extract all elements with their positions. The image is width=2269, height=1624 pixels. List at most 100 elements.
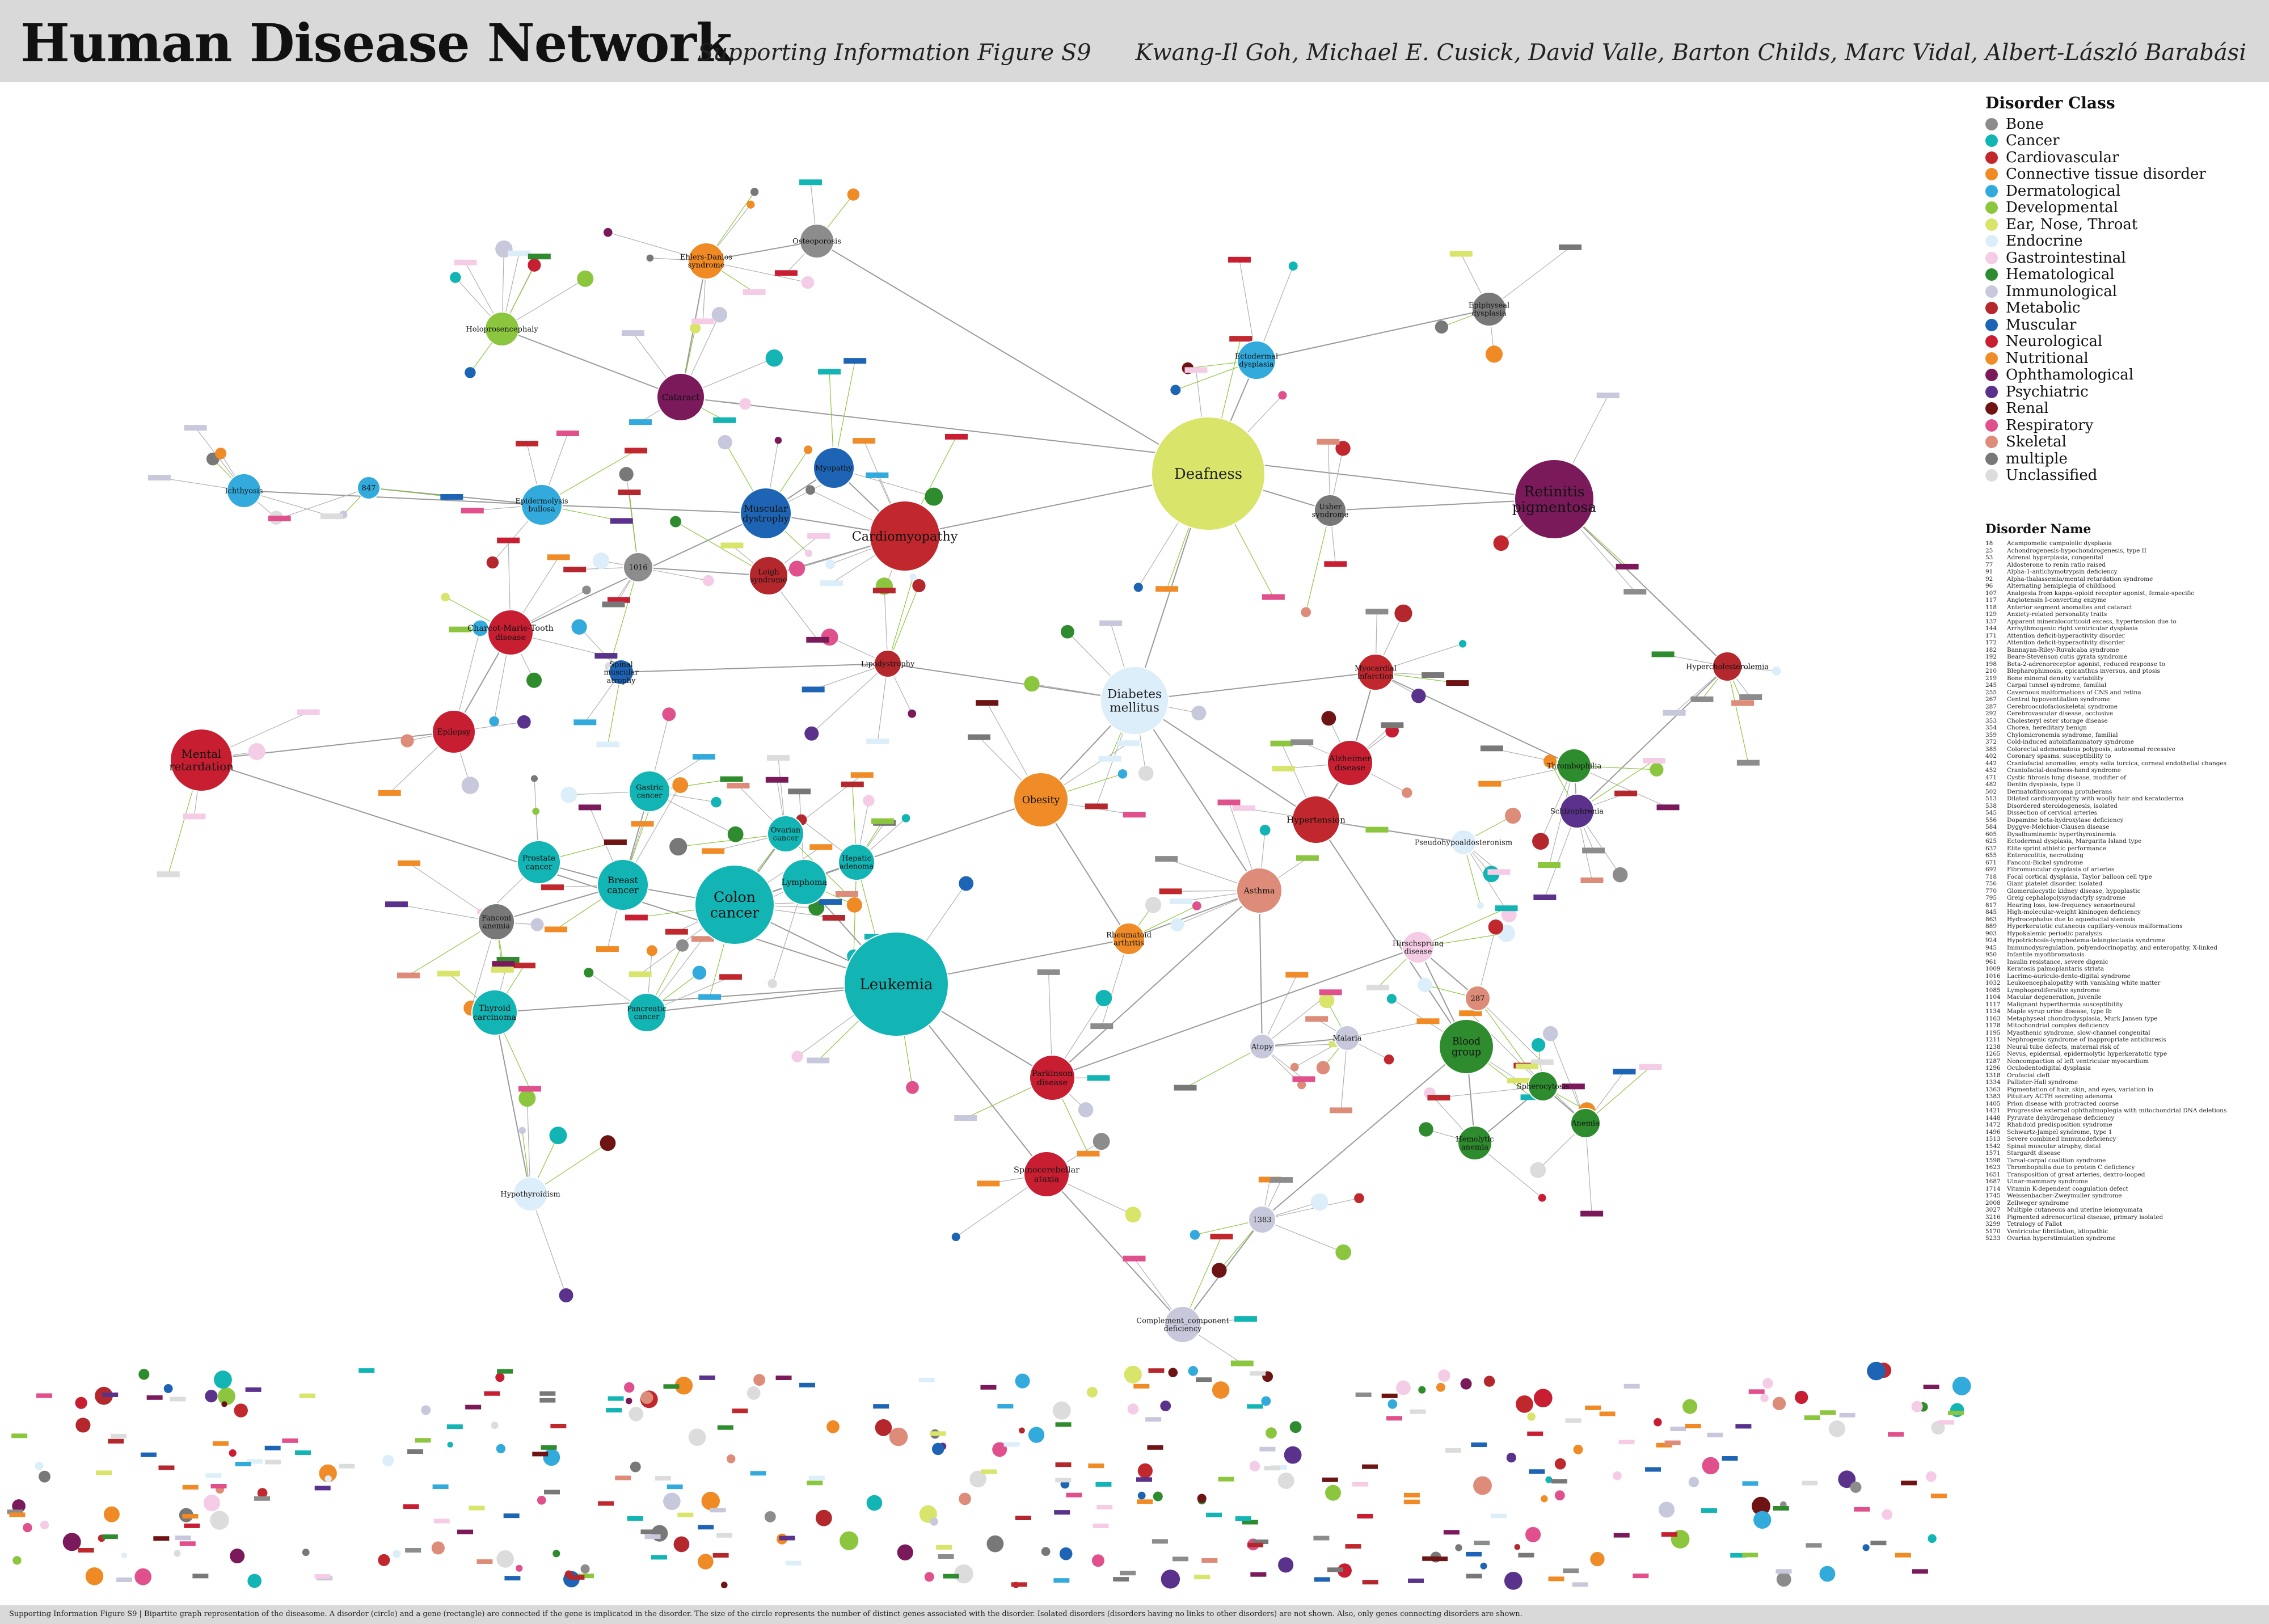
gene-node — [1613, 1533, 1630, 1538]
disorder-node-minor — [495, 1373, 505, 1382]
legend-item: Respiratory — [1985, 417, 2258, 434]
gene-node — [235, 1462, 251, 1467]
disorder-node[interactable]: Osteoporosis — [792, 223, 841, 259]
gene-node — [665, 929, 688, 935]
disorder-node[interactable]: Hypercholesterolemia — [1686, 651, 1769, 682]
disorder-node-circle — [627, 993, 667, 1032]
gene-node — [1169, 899, 1192, 905]
disorder-node[interactable]: Lymphoma — [781, 859, 828, 905]
disorder-node[interactable]: Spherocytosis — [1517, 1071, 1570, 1102]
gene-node — [1357, 1513, 1373, 1518]
disorder-node-minor — [1554, 1458, 1566, 1470]
disorder-node-minor — [121, 1552, 128, 1559]
legend-swatch — [1985, 402, 1998, 415]
network-minor-nodes — [12, 188, 1971, 1590]
disorder-node[interactable]: Malaria — [1332, 1025, 1362, 1051]
disorder-node-minor — [1145, 897, 1162, 913]
disorder-node[interactable]: 1383 — [1248, 1205, 1276, 1234]
disorder-node[interactable]: Asthma — [1236, 867, 1283, 914]
disorder-node[interactable]: Hypothyroidism — [500, 1176, 560, 1212]
disorder-node[interactable]: Obesity — [1013, 772, 1069, 828]
disorder-node[interactable]: Atopy — [1249, 1034, 1275, 1060]
disorder-node-minor — [12, 1499, 26, 1513]
disorder-node-minor — [1493, 535, 1509, 551]
network-edge — [1262, 1197, 1360, 1220]
disorder-node-minor — [750, 188, 759, 196]
disorder-node-minor — [1516, 1395, 1533, 1413]
disorder-node[interactable]: Leukemia — [844, 931, 949, 1037]
disorder-node-minor — [1127, 1403, 1139, 1415]
disorder-node[interactable]: 1016 — [623, 552, 653, 583]
disorder-node-minor — [951, 1233, 960, 1242]
gene-node — [629, 419, 652, 425]
disorder-node-minor — [1316, 1061, 1330, 1075]
disorder-node[interactable]: Lipodystrophy — [861, 649, 915, 678]
disorder-id: 1211 — [1985, 1036, 2001, 1043]
disorder-node-minor — [788, 560, 805, 577]
disorder-id: 1163 — [1985, 1015, 2001, 1022]
gene-node — [853, 438, 876, 444]
disorder-node-minor — [646, 945, 657, 956]
gene-node — [663, 1384, 680, 1389]
disorder-node-minor — [1288, 261, 1298, 271]
disorder-node[interactable]: Cataract — [656, 373, 705, 421]
legend-item: Nutritional — [1985, 350, 2258, 367]
disorder-node[interactable]: Holoprosencephaly — [466, 311, 538, 347]
disorder-node[interactable]: Thrombophilia — [1547, 748, 1602, 783]
disorder-node[interactable]: Epilepsy — [432, 710, 476, 754]
disorder-node[interactable]: Myopathy — [813, 447, 855, 489]
disorder-node[interactable]: Deafness — [1151, 416, 1266, 531]
disorder-id: 385 — [1985, 745, 1997, 753]
legend-swatch — [1985, 218, 1998, 231]
disorder-node[interactable]: Pseudohypoaldosteronism — [1415, 829, 1512, 855]
disorder-node[interactable]: Anemia — [1570, 1108, 1601, 1138]
disorder-node[interactable]: 847 — [357, 476, 381, 500]
disorder-node[interactable]: Ichthyosis — [225, 473, 263, 508]
disorder-node[interactable]: 287 — [1465, 985, 1491, 1011]
gene-node — [359, 1368, 375, 1373]
disorder-node[interactable]: Schizophrenia — [1550, 794, 1604, 829]
disorder-name: Nevus, epidermal, epidermolytic hyperker… — [2007, 1051, 2167, 1057]
disorder-node[interactable]: Cardiomyopathy — [852, 500, 958, 572]
disorder-node-circle — [608, 659, 634, 685]
disorder-node[interactable]: Hypertension — [1287, 795, 1346, 844]
disorder-node-circle — [799, 223, 834, 259]
gene-node — [727, 782, 750, 788]
